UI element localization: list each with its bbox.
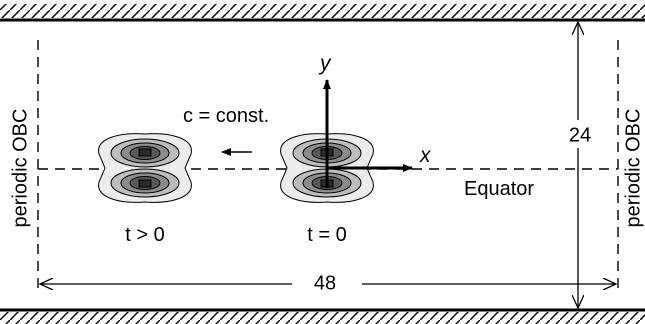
equator-label: Equator: [464, 178, 534, 200]
left-boundary-label: periodic OBC: [9, 109, 31, 228]
width-dimension: [40, 270, 616, 298]
right-boundary-label: periodic OBC: [622, 109, 644, 228]
y-axis-label: y: [318, 52, 332, 75]
vortex-later: [98, 133, 192, 203]
vortex-initial-label: t = 0: [307, 224, 346, 246]
vortex-later-label: t > 0: [125, 224, 164, 246]
height-dimension: [560, 22, 596, 308]
bottom-wall: [0, 308, 645, 324]
top-wall: [0, 4, 645, 22]
speed-label: c = const.: [183, 105, 269, 127]
x-axis-label: x: [419, 144, 432, 167]
width-label: 48: [314, 272, 336, 294]
height-label: 24: [569, 124, 591, 146]
